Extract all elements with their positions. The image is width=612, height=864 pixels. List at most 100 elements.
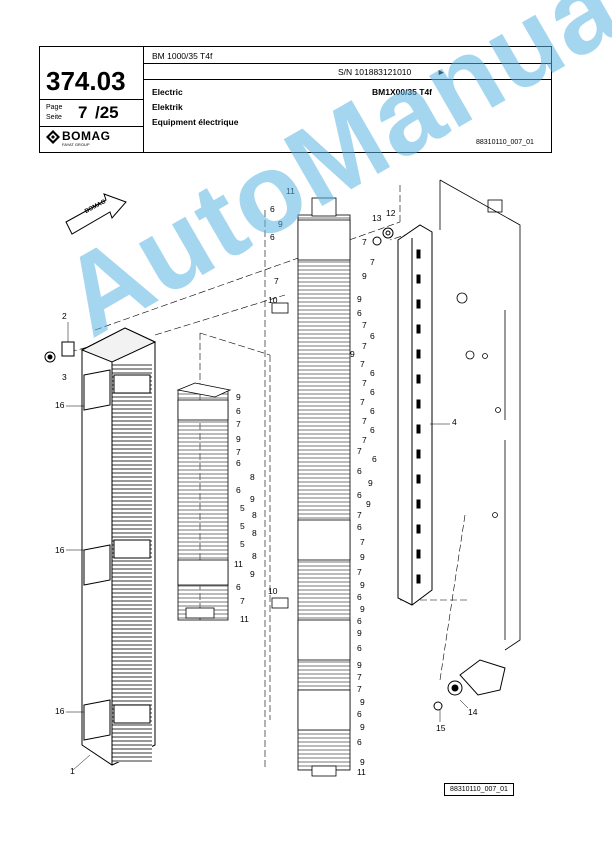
callout: 9 (366, 499, 371, 509)
callout: 8 (252, 551, 257, 561)
callout: 9 (236, 392, 241, 402)
title-en: Electric (152, 87, 183, 97)
callout: 6 (370, 406, 375, 416)
callout: 9 (362, 271, 367, 281)
callout: 9 (250, 569, 255, 579)
callout: 7 (240, 596, 245, 606)
page-label-de: Seite (46, 114, 62, 121)
title-fr: Equipment électrique (152, 117, 239, 127)
callout: 9 (357, 660, 362, 670)
callout: 7 (357, 510, 362, 520)
callout: 6 (357, 737, 362, 747)
header-rule (39, 99, 143, 100)
din-rail-part-4 (397, 224, 433, 606)
callout-16: 16 (55, 706, 65, 716)
model-label: BM 1000/35 T4f (152, 51, 213, 61)
callout: 6 (370, 368, 375, 378)
callout-16: 16 (55, 545, 65, 555)
callout: 6 (236, 406, 241, 416)
callout: 6 (357, 308, 362, 318)
direction-arrow-icon (65, 193, 127, 235)
serial-number: S/N 101883121010 (338, 67, 412, 77)
callout: 9 (357, 628, 362, 638)
callout-13: 13 (372, 213, 382, 223)
back-plate (439, 179, 521, 651)
callout: 6 (370, 425, 375, 435)
callout-3: 3 (62, 372, 67, 382)
callout: 10 (268, 586, 278, 596)
title-de: Elektrik (152, 102, 183, 112)
callout: 5 (240, 503, 245, 513)
callout: 5 (240, 539, 245, 549)
page-label: Page (46, 104, 63, 111)
callout: 9 (360, 757, 365, 767)
callout-2: 2 (62, 311, 67, 321)
brand-sub: FAYAT GROUP (62, 142, 90, 147)
callout: 6 (357, 643, 362, 653)
callout: 8 (252, 510, 257, 520)
bomag-logo-icon (46, 130, 60, 144)
callout: 6 (357, 709, 362, 719)
callout: 7 (370, 257, 375, 267)
callout-16: 16 (55, 400, 65, 410)
callout: 9 (350, 349, 355, 359)
callout: 9 (360, 722, 365, 732)
housing-part-1 (80, 327, 157, 766)
callout: 7 (362, 416, 367, 426)
header-rule (143, 79, 552, 80)
callout: 11 (357, 767, 366, 777)
callout: 6 (357, 616, 362, 626)
callout: 9 (360, 552, 365, 562)
callout-1: 1 (70, 766, 75, 776)
page-current: 7 (78, 103, 88, 122)
serial-arrow-icon[interactable]: ► (437, 67, 446, 77)
figure-code: 88310110_007_01 (444, 783, 514, 796)
callout: 7 (362, 341, 367, 351)
callout: 7 (360, 359, 365, 369)
callout: 9 (360, 580, 365, 590)
callout: 6 (236, 582, 241, 592)
callout: 7 (357, 567, 362, 577)
callout: 11 (240, 614, 249, 624)
callout: 9 (368, 478, 373, 488)
callout: 9 (360, 697, 365, 707)
callout: 7 (362, 378, 367, 388)
callout: 11 (234, 559, 243, 569)
callout: 10 (268, 295, 278, 305)
page-total: /25 (95, 103, 119, 122)
callout: 7 (360, 397, 365, 407)
callout: 8 (250, 472, 255, 482)
callout-14: 14 (468, 707, 478, 717)
callout: 7 (357, 446, 362, 456)
callout: 6 (357, 466, 362, 476)
callout: 7 (357, 672, 362, 682)
callout: 7 (362, 320, 367, 330)
callout: 6 (270, 204, 275, 214)
variant: BM1X00/35 T4f (372, 87, 432, 97)
callout: 6 (357, 592, 362, 602)
callout: 8 (252, 528, 257, 538)
header-divider (143, 46, 144, 153)
callout: 7 (362, 435, 367, 445)
callout: 6 (372, 454, 377, 464)
callout: 9 (360, 604, 365, 614)
callout-15: 15 (436, 723, 446, 733)
callout: 7 (357, 684, 362, 694)
callout: 9 (250, 494, 255, 504)
callout: 6 (270, 232, 275, 242)
doc-code: 88310110_007_01 (476, 139, 534, 146)
callout: 6 (370, 331, 375, 341)
callout: 6 (370, 387, 375, 397)
callout: 6 (357, 522, 362, 532)
callout: 6 (357, 490, 362, 500)
callout: 6 (236, 485, 241, 495)
callout: 7 (362, 237, 367, 247)
terminal-stack-right (271, 197, 351, 777)
callout: 5 (240, 521, 245, 531)
header-rule (39, 126, 143, 127)
callout: 9 (236, 434, 241, 444)
page-number: 374.03 (46, 66, 126, 96)
callout: 6 (236, 458, 241, 468)
callout: 9 (278, 219, 283, 229)
